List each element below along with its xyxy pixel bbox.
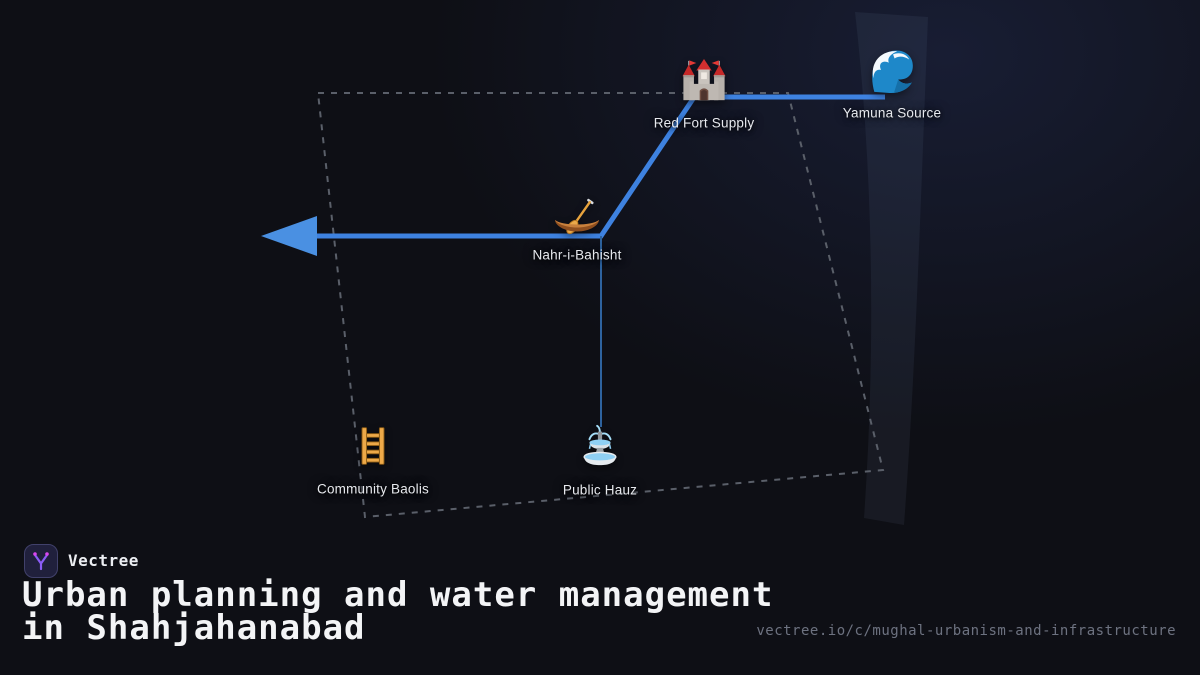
vectree-logo-icon: [24, 544, 58, 578]
footer-url[interactable]: vectree.io/c/mughal-urbanism-and-infrast…: [756, 623, 1176, 639]
brand-name: Vectree: [68, 551, 139, 570]
canoe-icon: [553, 195, 601, 243]
vectree-logo: [24, 544, 58, 578]
node-label: Public Hauz: [562, 482, 638, 498]
node-label: Red Fort Supply: [653, 115, 755, 131]
page-title: Urban planning and water management in S…: [22, 575, 774, 648]
title-line-2: in Shahjahanabad: [22, 608, 366, 648]
title-line-1: Urban planning and water management: [22, 575, 774, 615]
node-label: Yamuna Source: [842, 105, 942, 121]
ladder-icon: [351, 424, 395, 468]
fountain-icon: [577, 422, 623, 468]
node-label: Nahr-i-Bahisht: [532, 247, 622, 263]
castle-icon: [681, 58, 727, 104]
wave-icon: [867, 46, 917, 96]
node-label: Community Baolis: [317, 481, 429, 497]
